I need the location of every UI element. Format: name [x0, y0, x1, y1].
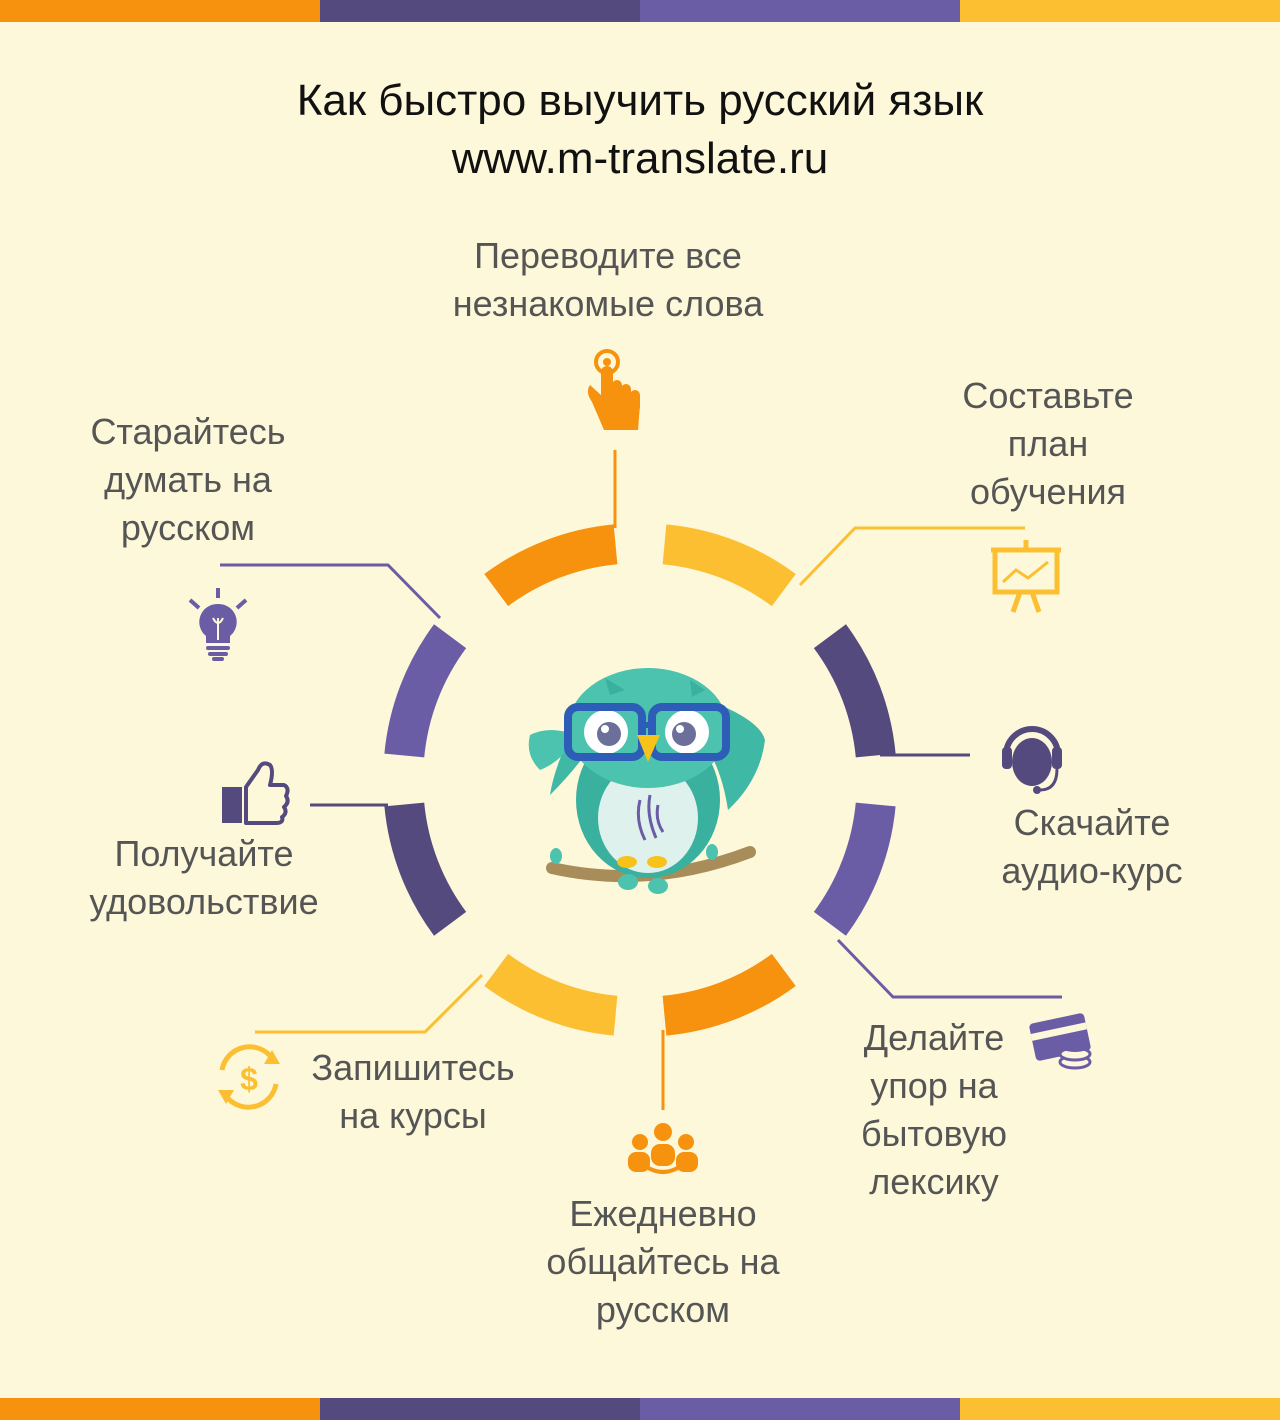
- label-line: русском: [595, 1289, 731, 1330]
- label-line: аудио-курс: [1001, 850, 1183, 891]
- stripe-segment: [960, 1398, 1280, 1420]
- light-bulb-icon: [188, 588, 248, 661]
- label-line: обучения: [969, 471, 1127, 512]
- step-label-daily: Ежедневно общайтесь на русском: [513, 1190, 813, 1334]
- stripe-segment: [0, 0, 320, 22]
- label-line: незнакомые слова: [452, 283, 764, 324]
- step-label-courses: Запишитесь на курсы: [282, 1044, 544, 1140]
- bottom-color-stripe: [0, 1398, 1280, 1420]
- label-line: Скачайте: [1013, 802, 1171, 843]
- step-label-translate: Переводите все незнакомые слова: [408, 232, 808, 328]
- label-line: Переводите все: [474, 235, 742, 276]
- dollar-cycle-icon: $: [218, 1044, 280, 1110]
- label-line: на курсы: [339, 1095, 487, 1136]
- ring-segment-think: [384, 624, 467, 758]
- thumbs-up-icon: [222, 761, 290, 825]
- connector-courses: [255, 973, 484, 1034]
- label-line: общайтесь на: [546, 1241, 780, 1282]
- owl-illustration: [528, 668, 765, 894]
- label-line: упор на: [870, 1065, 998, 1106]
- top-color-stripe: [0, 0, 1280, 22]
- stripe-segment: [320, 0, 640, 22]
- ring-segment-vocab: [813, 802, 896, 936]
- pointing-hand-icon: [587, 349, 640, 430]
- page-title: Как быстро выучить русский язык: [296, 76, 984, 125]
- presentation-chart-icon: [991, 540, 1061, 613]
- credit-card-coins-icon: [1029, 1013, 1092, 1070]
- step-label-audio: Скачайте аудио-курс: [962, 799, 1222, 895]
- svg-text:$: $: [240, 1061, 258, 1097]
- step-label-vocab: Делайте упор на бытовую лексику: [814, 1014, 1054, 1206]
- connector-think: [220, 563, 442, 620]
- label-line: лексику: [869, 1161, 999, 1202]
- label-line: Ежедневно: [569, 1193, 757, 1234]
- label-line: Получайте: [114, 833, 294, 874]
- stripe-segment: [320, 1398, 640, 1420]
- ring-segment-translate: [484, 524, 618, 607]
- connector-plan: [798, 526, 1025, 587]
- label-line: план: [1007, 423, 1089, 464]
- ring-segment-audio: [813, 624, 896, 758]
- ring-segment-daily: [662, 953, 796, 1036]
- label-line: думать на: [104, 459, 272, 500]
- label-line: русском: [120, 507, 256, 548]
- label-line: бытовую: [861, 1113, 1007, 1154]
- step-label-plan: Составьте план обучения: [908, 372, 1188, 516]
- headset-icon: [1002, 726, 1062, 794]
- stripe-segment: [0, 1398, 320, 1420]
- label-line: Составьте: [962, 375, 1134, 416]
- stripe-segment: [640, 0, 960, 22]
- ring-segment-enjoy: [384, 802, 467, 936]
- ring-segment-plan: [662, 524, 796, 607]
- site-url: www.m-translate.ru: [451, 134, 829, 183]
- step-label-enjoy: Получайте удовольствие: [64, 830, 344, 926]
- label-line: Запишитесь: [311, 1047, 515, 1088]
- stripe-segment: [640, 1398, 960, 1420]
- ring-segment-courses: [484, 953, 618, 1036]
- step-label-think: Старайтесь думать на русском: [58, 408, 318, 552]
- connector-vocab: [836, 938, 1062, 999]
- stripe-segment: [960, 0, 1280, 22]
- label-line: удовольствие: [89, 881, 319, 922]
- label-line: Делайте: [863, 1017, 1005, 1058]
- people-group-icon: [628, 1123, 698, 1174]
- label-line: Старайтесь: [90, 411, 286, 452]
